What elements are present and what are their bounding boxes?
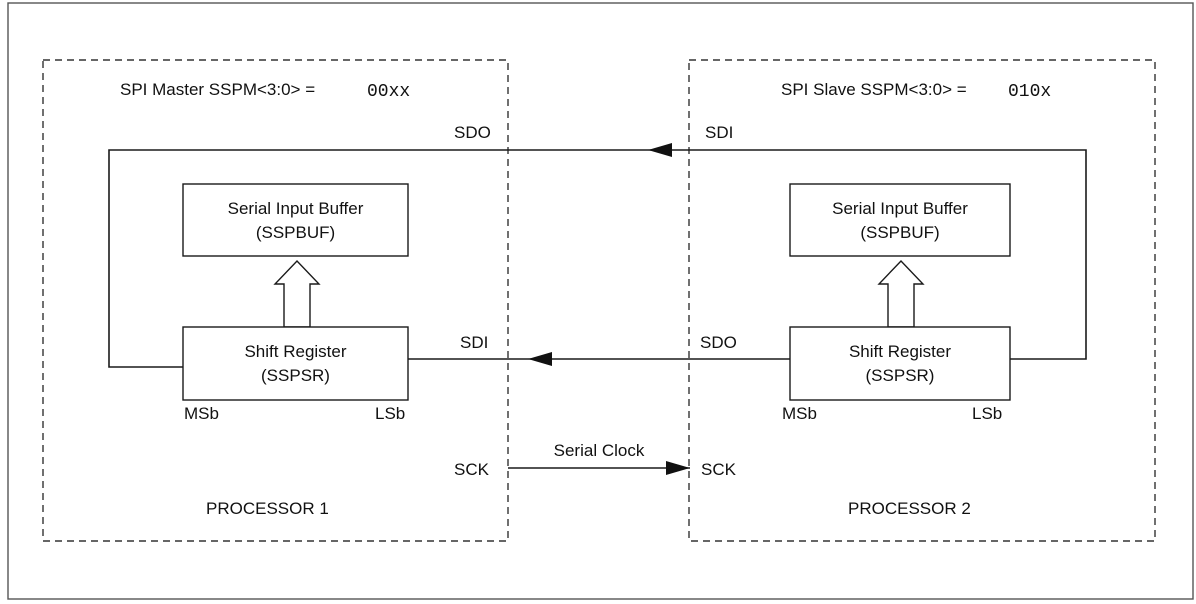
processor-2-shift-box bbox=[789, 326, 1011, 401]
processor-1-shift-box bbox=[182, 326, 409, 401]
sdo-to-sdi-return-arrowhead bbox=[528, 352, 552, 366]
processor-1-buffer-box bbox=[182, 183, 409, 257]
processor-2-shift-label: Shift Register bbox=[849, 342, 951, 361]
processor-1-sdo-pin: SDO bbox=[454, 123, 491, 142]
sdo-to-sdi-line bbox=[108, 149, 690, 368]
processor-1-msb: MSb bbox=[184, 404, 219, 423]
processor-1-name: PROCESSOR 1 bbox=[206, 499, 329, 518]
processor-1-hollow-arrow bbox=[273, 259, 321, 328]
processor-1-mode-label: SPI Master SSPM<3:0> = bbox=[120, 80, 315, 99]
serial-clock-arrowhead bbox=[666, 461, 690, 475]
processor-1-lsb: LSb bbox=[375, 404, 405, 423]
sdo-to-sdi-arrowhead bbox=[648, 143, 672, 157]
serial-clock-label: Serial Clock bbox=[554, 441, 645, 460]
processor-2-buffer-sublabel: (SSPBUF) bbox=[860, 223, 939, 242]
processor-1-shift-sublabel: (SSPSR) bbox=[261, 366, 330, 385]
processor-1-boundary bbox=[42, 59, 509, 542]
processor-1-mode-value: 00xx bbox=[367, 82, 410, 102]
processor-1-buffer-label: Serial Input Buffer bbox=[228, 199, 364, 218]
processor-2-sdi-pin: SDI bbox=[705, 123, 733, 142]
processor-2-mode-value: 010x bbox=[1008, 82, 1051, 102]
processor-2-lsb: LSb bbox=[972, 404, 1002, 423]
processor-2-boundary bbox=[688, 59, 1156, 542]
processor-2-mode-label: SPI Slave SSPM<3:0> = bbox=[781, 80, 967, 99]
processor-1-buffer-sublabel: (SSPBUF) bbox=[256, 223, 335, 242]
processor-2-sck-pin: SCK bbox=[701, 460, 737, 479]
processor-2-sdo-pin: SDO bbox=[700, 333, 737, 352]
outer-frame bbox=[7, 2, 1194, 600]
processor-2-buffer-label: Serial Input Buffer bbox=[832, 199, 968, 218]
processor-2-msb: MSb bbox=[782, 404, 817, 423]
sdi-to-shift-line bbox=[690, 149, 1087, 360]
processor-1-sck-pin: SCK bbox=[454, 460, 490, 479]
processor-2-shift-sublabel: (SSPSR) bbox=[866, 366, 935, 385]
processor-2-buffer-box bbox=[789, 183, 1011, 257]
processor-2-hollow-arrow bbox=[877, 259, 925, 328]
processor-1-sdi-pin: SDI bbox=[460, 333, 488, 352]
processor-1-shift-label: Shift Register bbox=[244, 342, 346, 361]
processor-2-name: PROCESSOR 2 bbox=[848, 499, 971, 518]
